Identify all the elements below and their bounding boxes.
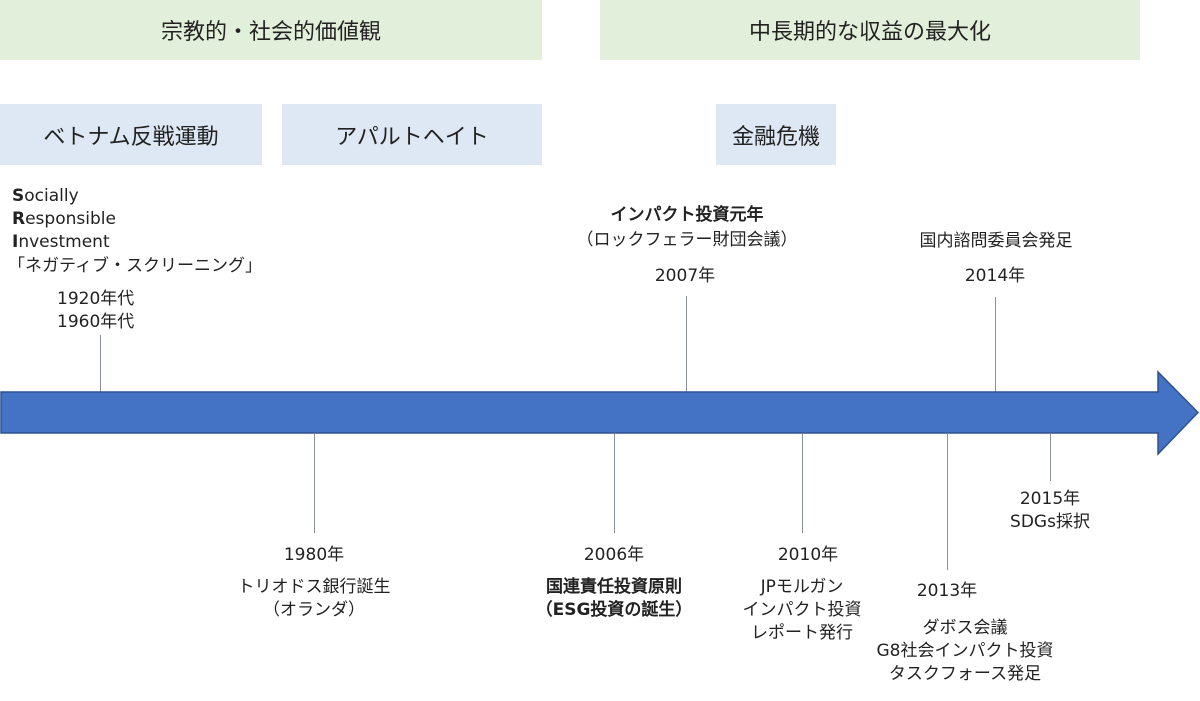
- event-year-2006: 2006年: [583, 545, 645, 565]
- event-year-1960s: 1960年代: [57, 312, 135, 332]
- band-long-term-returns: 中長期的な収益の最大化: [600, 0, 1140, 60]
- event-line-2013-1: ダボス会議: [922, 618, 1008, 638]
- connector-2010: [802, 433, 803, 533]
- connector-2013: [947, 433, 948, 570]
- event-year-2013: 2013年: [916, 581, 978, 601]
- box-label: 金融危機: [731, 124, 820, 150]
- event-line-2006-1: 国連責任投資原則: [546, 577, 682, 597]
- event-line-1980-2: （オランダ）: [263, 600, 365, 620]
- event-title-2007: インパクト投資元年: [610, 205, 764, 225]
- event-line-2010-2: インパクト投資: [742, 600, 862, 620]
- event-line-2010-3: レポート発行: [751, 623, 853, 643]
- event-line-2010-1: JPモルガン: [760, 577, 844, 597]
- connector-1980: [314, 433, 315, 533]
- connector-2006: [614, 433, 615, 533]
- sri-line-responsible: Responsible: [12, 208, 116, 231]
- sri-line-investment: Investment: [12, 231, 110, 254]
- box-financial-crisis: 金融危機: [716, 104, 836, 165]
- event-line-2013-3: タスクフォース発足: [888, 664, 1042, 684]
- box-label: アパルトヘイト: [335, 124, 489, 150]
- sri-initial: I: [12, 232, 19, 252]
- timeline-arrow: [0, 370, 1200, 456]
- event-year-1920s: 1920年代: [57, 289, 135, 309]
- sri-rest: esponsible: [25, 209, 116, 229]
- band-label: 宗教的・社会的価値観: [160, 20, 381, 45]
- event-subtitle-2007: （ロックフェラー財団会議）: [576, 230, 798, 250]
- connector-1920s: [100, 335, 101, 392]
- event-line-2013-2: G8社会インパクト投資: [876, 641, 1054, 661]
- sri-rest: ocially: [24, 186, 79, 206]
- sri-line-socially: Socially: [12, 185, 79, 208]
- event-line-2015-1: SDGs採択: [1010, 512, 1090, 532]
- band-label: 中長期的な収益の最大化: [748, 20, 991, 45]
- event-year-2010: 2010年: [777, 545, 839, 565]
- band-religious-social-values: 宗教的・社会的価値観: [0, 0, 542, 60]
- box-label: ベトナム反戦運動: [43, 124, 219, 150]
- event-line-1980-1: トリオドス銀行誕生: [237, 577, 391, 597]
- connector-2007: [686, 296, 687, 392]
- box-vietnam-antiwar: ベトナム反戦運動: [0, 104, 262, 165]
- box-apartheid: アパルトヘイト: [282, 104, 542, 165]
- connector-2015: [1050, 433, 1051, 481]
- sri-initial: R: [12, 209, 26, 229]
- event-year-2007: 2007年: [654, 266, 716, 286]
- event-line-2006-2: （ESG投資の誕生）: [535, 600, 693, 620]
- event-title-2014: 国内諮問委員会発足: [919, 231, 1073, 251]
- sri-initial: S: [12, 186, 25, 206]
- event-year-2015: 2015年: [1019, 489, 1081, 509]
- event-year-1980: 1980年: [283, 545, 345, 565]
- sri-subtitle: 「ネガティブ・スクリーニング」: [8, 256, 262, 276]
- sri-rest: nvestment: [18, 232, 110, 252]
- connector-2014: [995, 297, 996, 392]
- event-year-2014: 2014年: [964, 266, 1026, 286]
